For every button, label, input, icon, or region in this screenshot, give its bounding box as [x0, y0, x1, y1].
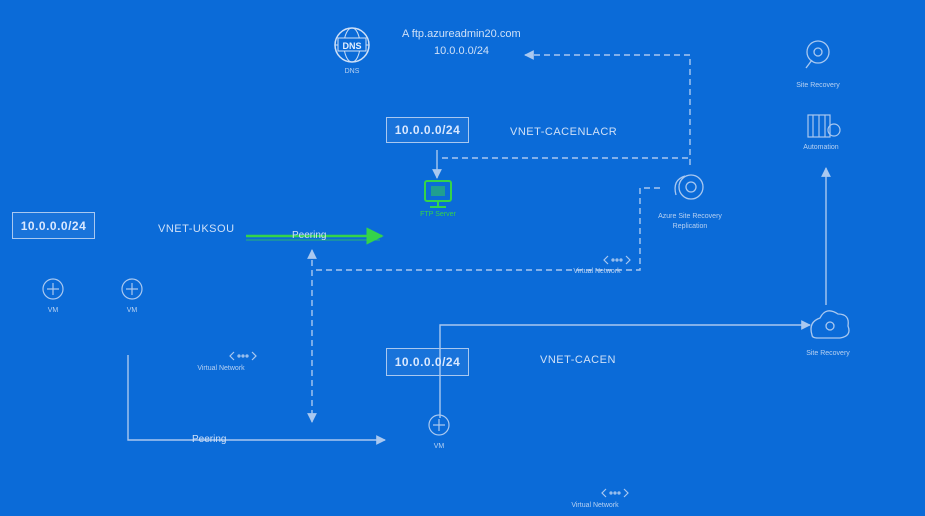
site-recovery-cloud-icon — [810, 310, 850, 339]
green-peering-arrow — [246, 227, 384, 245]
site-recovery-caption: Site Recovery — [806, 350, 850, 357]
replication-gear-icon — [674, 174, 704, 200]
vm-a-caption: VM — [47, 307, 59, 314]
dashed-connectors — [307, 50, 691, 423]
dns-record-name: A ftp.azureadmin20.com — [402, 28, 521, 40]
ftp-monitor-icon — [424, 180, 452, 208]
vnet-icon-bottom-caption: Virtual Network — [571, 502, 619, 509]
vm-bottom-icon — [428, 414, 450, 436]
peering-label-bottom: Peering — [192, 434, 227, 445]
vm-b-caption: VM — [126, 307, 138, 314]
dns-caption: DNS — [344, 68, 360, 75]
dns-record-ip: 10.0.0.0/24 — [434, 45, 490, 57]
vnet-icon-left-caption: Virtual Network — [197, 365, 245, 372]
dns-globe-icon — [334, 27, 370, 63]
peering-label-top: Peering — [292, 230, 327, 241]
address-box-spoke: 10.0.0.0/24 — [386, 348, 469, 376]
vnet-icon-top — [603, 255, 631, 265]
vnet-name-bottom: VNET-CACEN — [540, 354, 616, 366]
site-recovery-small-icon — [805, 40, 830, 69]
replication-caption: Azure Site Recovery Replication — [658, 213, 722, 230]
vnet-name-top: VNET-CACENLACR — [510, 126, 618, 138]
address-box-hub: 10.0.0.0/24 — [386, 117, 469, 143]
replication-to-peer-line — [312, 187, 660, 271]
dns-icon-text: DNS — [342, 41, 361, 51]
vm-a-icon — [42, 278, 64, 300]
vm-bottom-caption: VM — [433, 443, 445, 450]
dns-replication-line — [524, 50, 691, 165]
bottom-peering-line — [127, 355, 386, 445]
vnet-icon-top-caption: Virtual Network — [573, 268, 621, 275]
site-recovery-small-caption: Site Recovery — [796, 82, 840, 89]
address-box-left: 10.0.0.0/24 — [12, 212, 95, 239]
solid-connectors — [127, 150, 831, 445]
ftp-vm-caption: FTP Server — [420, 211, 456, 218]
vnet-icon-bottom — [601, 488, 629, 498]
vnet-name-left: VNET-UKSOU — [158, 223, 235, 235]
automation-icon — [807, 114, 841, 138]
automation-caption: Automation — [803, 144, 839, 151]
vnet-icon-left — [229, 351, 257, 361]
vm-b-icon — [121, 278, 143, 300]
bottom-vm-line — [439, 320, 811, 418]
